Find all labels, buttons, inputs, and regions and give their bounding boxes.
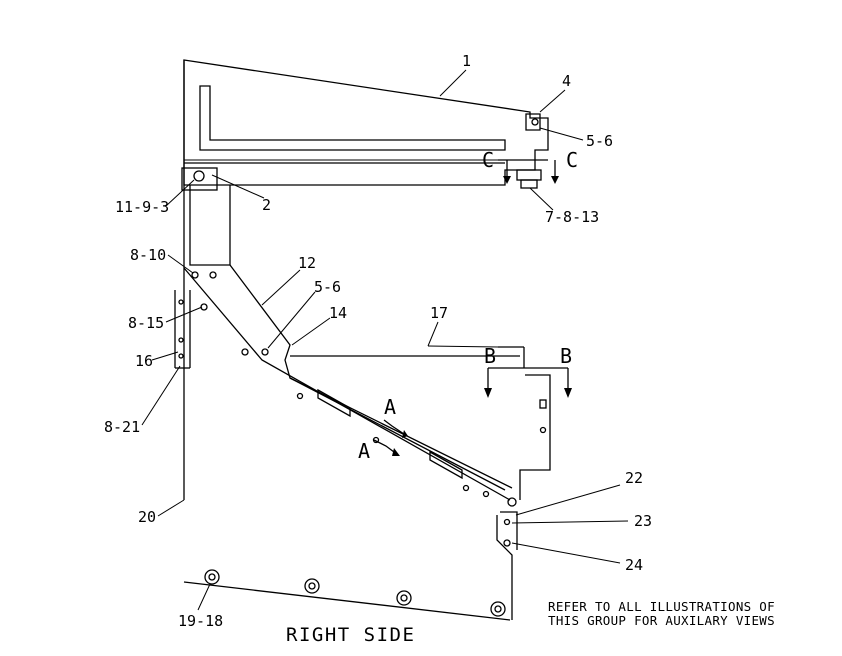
callout-19-18: 19-18 <box>178 612 223 630</box>
section-a-arrows <box>372 419 408 456</box>
callout-5-6-top: 5-6 <box>586 132 613 150</box>
diagonal-panel <box>183 264 513 501</box>
callout-labels: 1 4 5-6 7-8-13 2 11-9-3 8-10 12 5-6 14 1… <box>104 52 652 630</box>
callout-4: 4 <box>562 72 571 90</box>
callout-22: 22 <box>625 469 643 487</box>
view-c-right: C <box>566 148 578 172</box>
view-a-bottom: A <box>358 439 370 463</box>
right-plate <box>507 374 551 507</box>
callout-5-6-mid: 5-6 <box>314 278 341 296</box>
note-line-1: REFER TO ALL ILLUSTRATIONS OF <box>548 599 775 614</box>
leader-lines <box>141 69 629 611</box>
view-title: RIGHT SIDE <box>286 624 416 646</box>
callout-8-21: 8-21 <box>104 418 140 436</box>
view-a-top: A <box>384 395 396 419</box>
callout-12: 12 <box>298 254 316 272</box>
callout-17: 17 <box>430 304 448 322</box>
callout-7-8-13: 7-8-13 <box>545 208 599 226</box>
callout-1: 1 <box>462 52 471 70</box>
lower-base <box>183 495 518 621</box>
callout-8-10: 8-10 <box>130 246 166 264</box>
callout-24: 24 <box>625 556 643 574</box>
top-bracket <box>181 59 549 191</box>
callout-20: 20 <box>138 508 156 526</box>
view-b-right: B <box>560 344 572 368</box>
section-b-cutline <box>290 346 572 398</box>
callout-14: 14 <box>329 304 347 322</box>
callout-11-9-3: 11-9-3 <box>115 198 169 216</box>
view-b-left: B <box>484 344 496 368</box>
callout-2: 2 <box>262 196 271 214</box>
callout-16: 16 <box>135 352 153 370</box>
callout-8-15: 8-15 <box>128 314 164 332</box>
side-frame <box>174 60 231 495</box>
section-c-cutline <box>498 159 559 184</box>
note-line-2: THIS GROUP FOR AUXILARY VIEWS <box>548 613 775 628</box>
view-c-left: C <box>482 148 494 172</box>
section-view-letters: C C B B A A <box>358 148 578 463</box>
callout-23: 23 <box>634 512 652 530</box>
auxiliary-views-note: REFER TO ALL ILLUSTRATIONS OF THIS GROUP… <box>548 600 775 628</box>
